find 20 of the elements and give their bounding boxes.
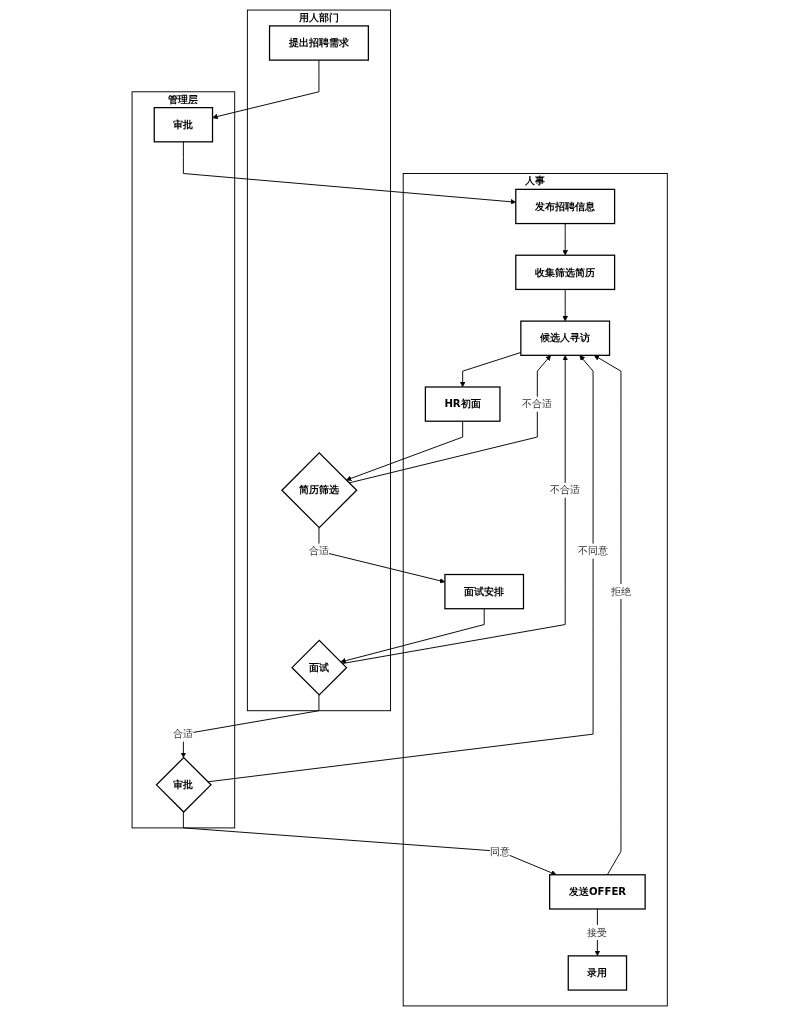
node-box: 审批 [153, 107, 214, 143]
node-diamond: 面试 [291, 639, 348, 696]
edge-label: 拒绝 [611, 585, 632, 598]
node-box: 提出招聘需求 [269, 25, 370, 61]
edge-label: 合适 [309, 544, 330, 557]
node-box: 收集筛选简历 [515, 254, 616, 291]
node-box: 候选人寻访 [520, 320, 611, 356]
node-box: 录用 [567, 955, 628, 991]
edge-label: 不同意 [578, 544, 609, 557]
node-box: HR初面 [425, 386, 501, 422]
edge-label: 同意 [490, 845, 511, 858]
edge-label: 合适 [173, 727, 194, 740]
node-diamond: 审批 [155, 756, 213, 813]
node-box: 发布招聘信息 [515, 188, 616, 225]
node-box: 发送OFFER [549, 874, 647, 910]
node-diamond: 简历筛选 [281, 452, 358, 529]
edge-label: 不合适 [522, 397, 553, 410]
edge-label: 接受 [587, 926, 608, 939]
node-box: 面试安排 [444, 573, 525, 610]
edge-label: 不合适 [550, 483, 581, 496]
